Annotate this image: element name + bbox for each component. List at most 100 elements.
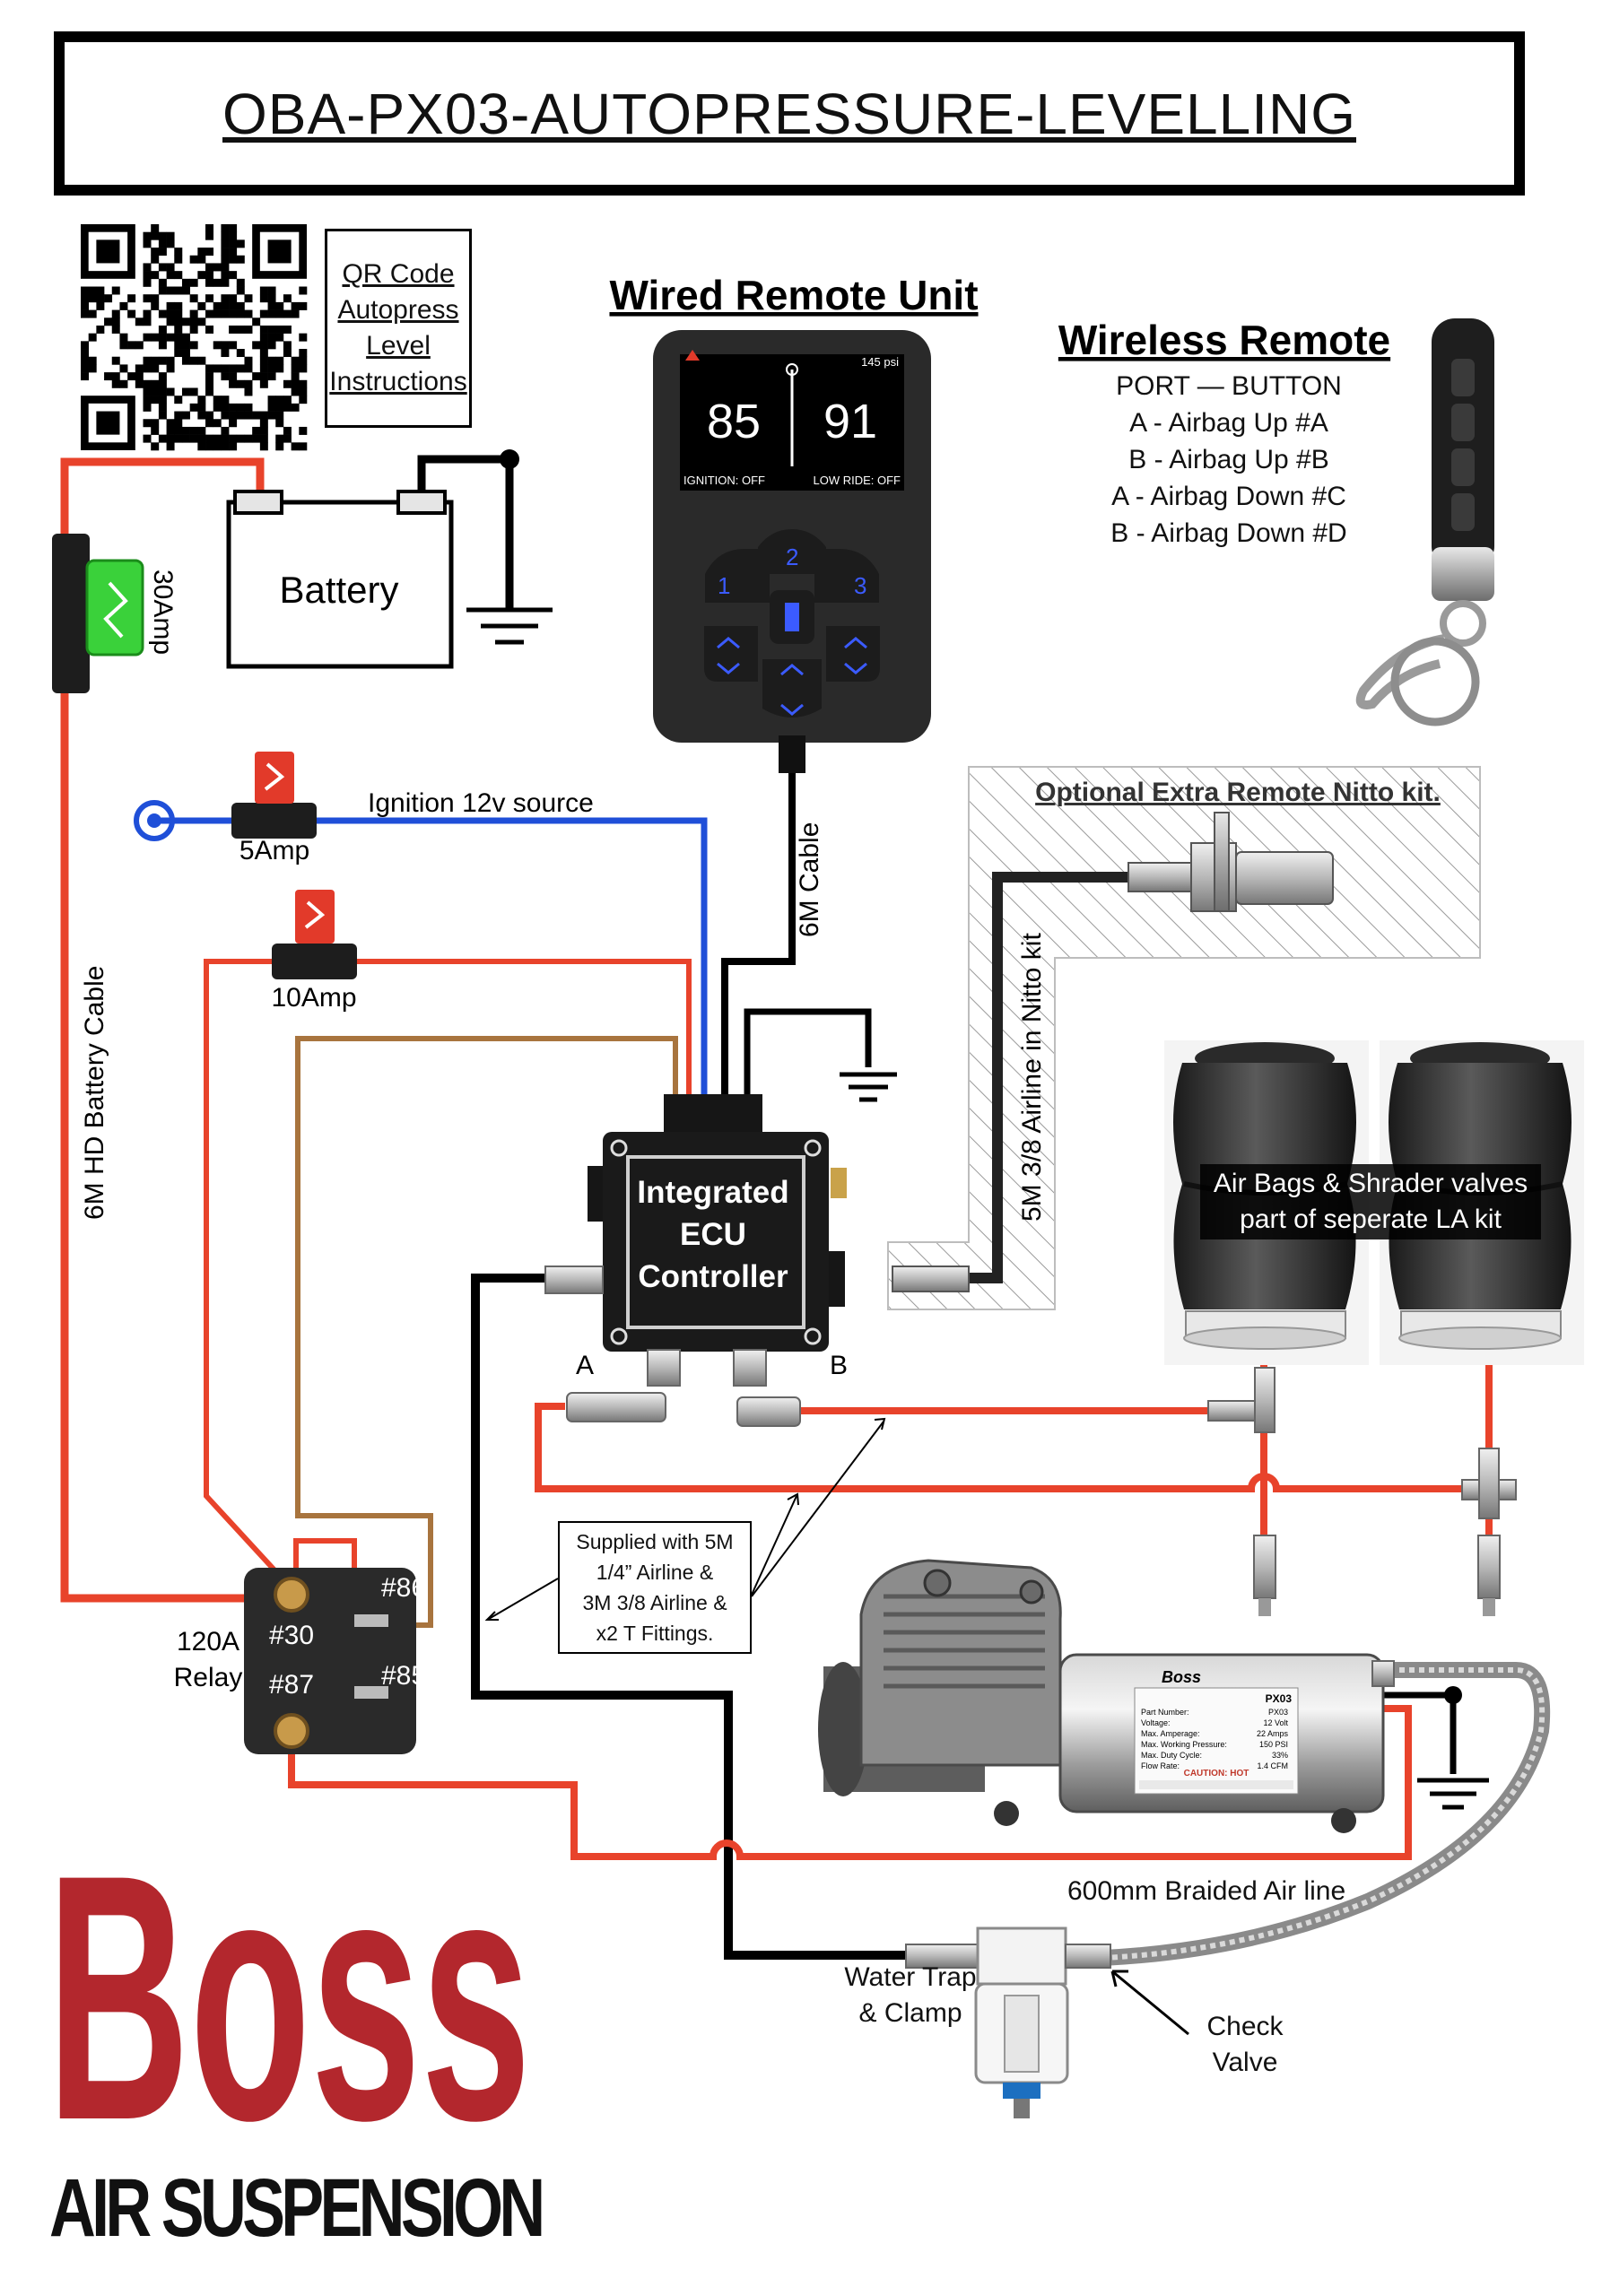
- ecu-label-line: Integrated: [637, 1175, 789, 1210]
- qr-module: [189, 387, 198, 396]
- fuse-5a-icon: [255, 752, 294, 804]
- qr-module: [236, 301, 245, 310]
- qr-module: [299, 364, 308, 373]
- qr-module: [174, 286, 183, 295]
- relay-signal-wire: [295, 1036, 678, 1628]
- ignition-terminal-inner: [147, 813, 161, 828]
- qr-module: [189, 403, 198, 412]
- qr-module: [166, 309, 175, 318]
- braided-air-line-weave: [1102, 1667, 1545, 1961]
- qr-module: [221, 271, 230, 280]
- qr-module: [244, 387, 253, 396]
- qr-module: [259, 442, 268, 451]
- qr-module: [299, 396, 308, 404]
- qr-module: [174, 271, 183, 280]
- qr-module: [291, 387, 300, 396]
- qr-module: [267, 356, 276, 365]
- qr-module: [151, 426, 160, 435]
- qr-module: [275, 356, 284, 365]
- qr-module: [174, 248, 183, 257]
- qr-module: [205, 411, 214, 420]
- remote-btn-label-2: 2: [786, 544, 798, 570]
- qr-module: [143, 317, 152, 326]
- qr-module: [213, 309, 222, 318]
- qr-module: [104, 294, 113, 303]
- qr-module: [299, 301, 308, 310]
- wired-remote-unit[interactable]: 1 2 3: [653, 330, 931, 773]
- qr-module: [244, 379, 253, 388]
- ground-symbol-compressor: [1417, 1778, 1489, 1810]
- qr-module: [275, 411, 284, 420]
- qr-module: [151, 356, 160, 365]
- qr-module: [221, 434, 230, 443]
- qr-module: [236, 364, 245, 373]
- qr-module: [259, 379, 268, 388]
- qr-module: [158, 396, 167, 404]
- qr-module: [299, 333, 308, 342]
- schrader-valve-right: [1477, 1535, 1501, 1616]
- qr-module: [151, 255, 160, 264]
- qr-module: [205, 263, 214, 272]
- qr-module: [181, 356, 190, 365]
- qr-module: [229, 434, 238, 443]
- qr-module: [189, 434, 198, 443]
- qr-module: [166, 419, 175, 428]
- qr-module: [275, 442, 284, 451]
- boss-logo-text: Boss: [47, 1802, 531, 2193]
- qr-module: [259, 356, 268, 365]
- compressor-spec-value-text: 12 Volt: [1263, 1718, 1288, 1727]
- relay-pin-85: #85: [381, 1661, 426, 1691]
- compressor-spec-value-text: PX03: [1268, 1708, 1288, 1717]
- battery-cable-label: 6M HD Battery Cable: [80, 966, 109, 1220]
- qr-module: [299, 379, 308, 388]
- qr-module: [158, 372, 167, 381]
- qr-module: [197, 271, 206, 280]
- qr-module: [174, 341, 183, 350]
- qr-module: [81, 349, 89, 358]
- qr-module: [221, 255, 230, 264]
- fuse-10a-icon: [295, 890, 335, 944]
- qr-module: [267, 396, 276, 404]
- ignition-label: Ignition 12v source: [368, 788, 594, 818]
- qr-module: [283, 325, 292, 334]
- qr-module: [213, 434, 222, 443]
- qr-module: [81, 309, 89, 318]
- qr-caption-line: Level: [366, 331, 431, 361]
- qr-module: [181, 349, 190, 358]
- fob-button-b: [1451, 404, 1475, 441]
- qr-module: [158, 403, 167, 412]
- qr-module: [259, 434, 268, 443]
- qr-module: [205, 372, 214, 381]
- qr-module: [181, 278, 190, 287]
- remote-down-right: [826, 626, 880, 682]
- wireless-remote-header: PORT — BUTTON: [1116, 371, 1342, 401]
- qr-module: [205, 379, 214, 388]
- qr-module: [181, 286, 190, 295]
- qr-module: [229, 379, 238, 388]
- fuse-10a: [272, 890, 357, 979]
- qr-module: [143, 403, 152, 412]
- remote-down-left: [704, 626, 758, 682]
- qr-module: [267, 294, 276, 303]
- qr-module: [229, 411, 238, 420]
- qr-module: [229, 309, 238, 318]
- qr-module: [236, 379, 245, 388]
- qr-module: [111, 372, 120, 381]
- qr-module: [143, 364, 152, 373]
- qr-module: [158, 325, 167, 334]
- qr-code[interactable]: [81, 224, 308, 451]
- qr-module: [111, 286, 120, 295]
- qr-module: [174, 426, 183, 435]
- ecu-port-b: [733, 1349, 767, 1387]
- check-valve-fitting: [1065, 1944, 1111, 1969]
- compressor-spec-value-text: 1.4 CFM: [1257, 1761, 1288, 1770]
- qr-module: [151, 224, 160, 232]
- air-bags-label-line: Air Bags & Shrader valves: [1213, 1169, 1528, 1198]
- qr-module: [88, 356, 97, 365]
- qr-module: [283, 379, 292, 388]
- qr-module: [166, 356, 175, 365]
- qr-module: [229, 364, 238, 373]
- qr-module: [151, 379, 160, 388]
- fob-keyring-icon: [1355, 634, 1445, 709]
- qr-module: [174, 411, 183, 420]
